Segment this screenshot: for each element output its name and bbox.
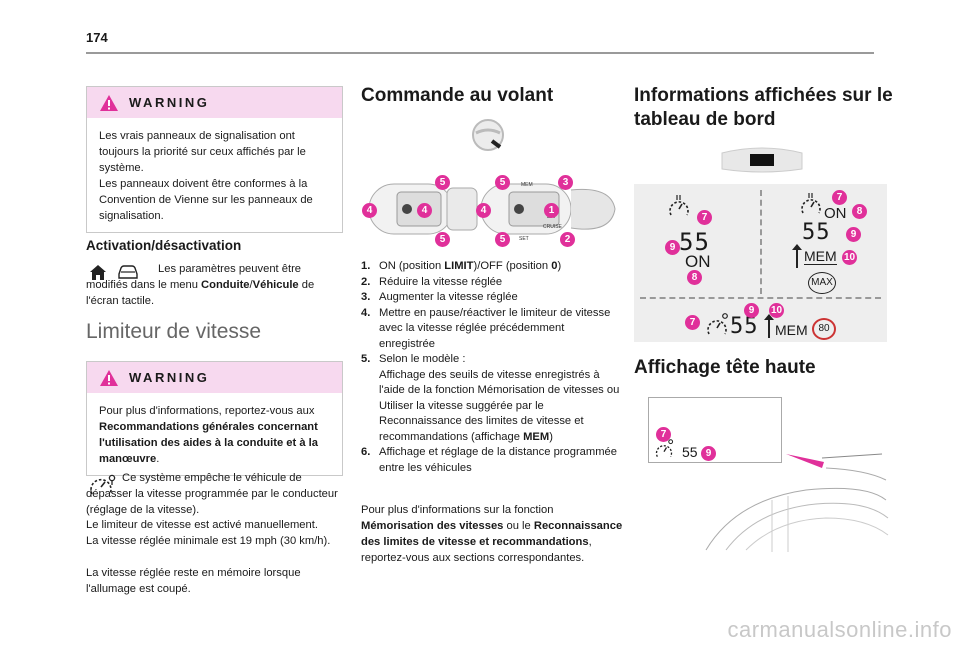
steering-wheel-icon — [472, 119, 504, 151]
callout-label: 10 — [769, 303, 784, 318]
lever-text: MEM — [521, 182, 533, 188]
steering-heading: Commande au volant — [361, 85, 554, 106]
list-item: 3.Augmenter la vitesse réglée — [361, 291, 518, 303]
list-item: 1.ON (position LIMIT)/OFF (position 0) — [361, 260, 562, 272]
callout-label: 2 — [560, 232, 575, 247]
system-text-4: La vitesse réglée reste en mémoire lorsq… — [86, 567, 301, 595]
steering-control-diagram: MEM SET LIM CRUISE — [368, 182, 616, 242]
controls-list: 1.ON (position LIMIT)/OFF (position 0) 2… — [361, 259, 623, 476]
callout-label: 9 — [846, 227, 861, 242]
warning-box-2: WARNING Pour plus d'informations, report… — [86, 361, 343, 476]
callout-label: 1 — [544, 203, 559, 218]
list-item: 6.Affichage et réglage de la distance pr… — [361, 446, 617, 474]
speed-readout: 55 — [802, 220, 831, 245]
system-text-1: Ce système empêche le véhicule de dépass… — [86, 472, 338, 516]
warning-triangle-icon — [100, 369, 118, 386]
activation-heading: Activation/désactivation — [86, 238, 242, 253]
callout-label: 5 — [435, 175, 450, 190]
watermark: carmanualsonline.info — [727, 617, 952, 642]
speed-limiter-icon — [655, 439, 674, 457]
warning-header: WARNING — [87, 362, 342, 393]
list-item: 2.Réduire la vitesse réglée — [361, 275, 503, 288]
list-item: 5.Selon le modèle : Affichage des seuils… — [361, 353, 620, 443]
speed-limit-sign: 80 — [812, 318, 836, 340]
speed-limiter-icon — [669, 195, 689, 216]
speed-readout: 55 — [679, 228, 710, 256]
callout-label: 7 — [685, 315, 700, 330]
warning-triangle-icon — [100, 94, 118, 111]
callout-label: 8 — [852, 204, 867, 219]
vertical-divider — [760, 190, 762, 294]
horizontal-divider — [640, 297, 881, 299]
warning-box-1: WARNING Les vrais panneaux de signalisat… — [86, 86, 343, 233]
callout-label: 10 — [842, 250, 857, 265]
callout-label: 5 — [495, 232, 510, 247]
lever-text: CRUISE — [543, 224, 563, 230]
callout-label: 3 — [558, 175, 573, 190]
callout-label: 8 — [687, 270, 702, 285]
top-rule — [86, 52, 874, 54]
car-icon — [118, 265, 138, 279]
callout-label: 5 — [435, 232, 450, 247]
arrow-up-icon — [764, 314, 774, 338]
system-text-3: La vitesse réglée minimale est 19 mph (3… — [86, 535, 331, 547]
list-item: 4.Mettre en pause/réactiver le limiteur … — [361, 306, 611, 350]
callout-label: 4 — [476, 203, 491, 218]
callout-label: 7 — [656, 427, 671, 442]
warning-text: Les vrais panneaux de signalisation ont … — [99, 130, 313, 222]
callout-label: 7 — [832, 190, 847, 205]
page-number: 174 — [86, 30, 108, 45]
callout-label: 7 — [697, 210, 712, 225]
speed-limiter-icon — [801, 193, 821, 214]
callout-label: 9 — [744, 303, 759, 318]
callout-label: 4 — [362, 203, 377, 218]
warning-header: WARNING — [87, 87, 342, 118]
arrow-up-icon — [792, 244, 802, 268]
speed-readout: 55 — [730, 314, 759, 339]
warning-text: Pour plus d'informations, reportez-vous … — [99, 405, 319, 465]
callout-label: 9 — [701, 446, 716, 461]
on-label: ON — [824, 205, 847, 222]
lever-text: SET — [519, 236, 529, 242]
mem-label: MEM — [804, 248, 837, 265]
warning-title: WARNING — [129, 95, 210, 110]
home-icon — [90, 265, 106, 280]
activation-text: Les paramètres peuvent être modifiés dan… — [86, 263, 315, 307]
hud-dashboard-drawing — [705, 453, 889, 552]
instrument-cluster-icon — [721, 147, 803, 173]
max-badge: MAX — [808, 272, 836, 294]
callout-label: 5 — [495, 175, 510, 190]
hud-speed: 55 — [682, 444, 698, 460]
hud-heading: Affichage tête haute — [634, 357, 816, 378]
mem-label: MEM — [775, 322, 808, 338]
mid-footer-text: Pour plus d'informations sur la fonction… — [361, 504, 623, 564]
callout-label: 4 — [417, 203, 432, 218]
section-title: Limiteur de vitesse — [86, 320, 262, 343]
speed-limiter-icon — [90, 474, 116, 495]
warning-title: WARNING — [129, 370, 210, 385]
on-label: ON — [685, 252, 711, 271]
callout-label: 9 — [665, 240, 680, 255]
system-text-2: Le limiteur de vitesse est activé manuel… — [86, 519, 318, 531]
speed-limiter-icon — [707, 313, 728, 335]
